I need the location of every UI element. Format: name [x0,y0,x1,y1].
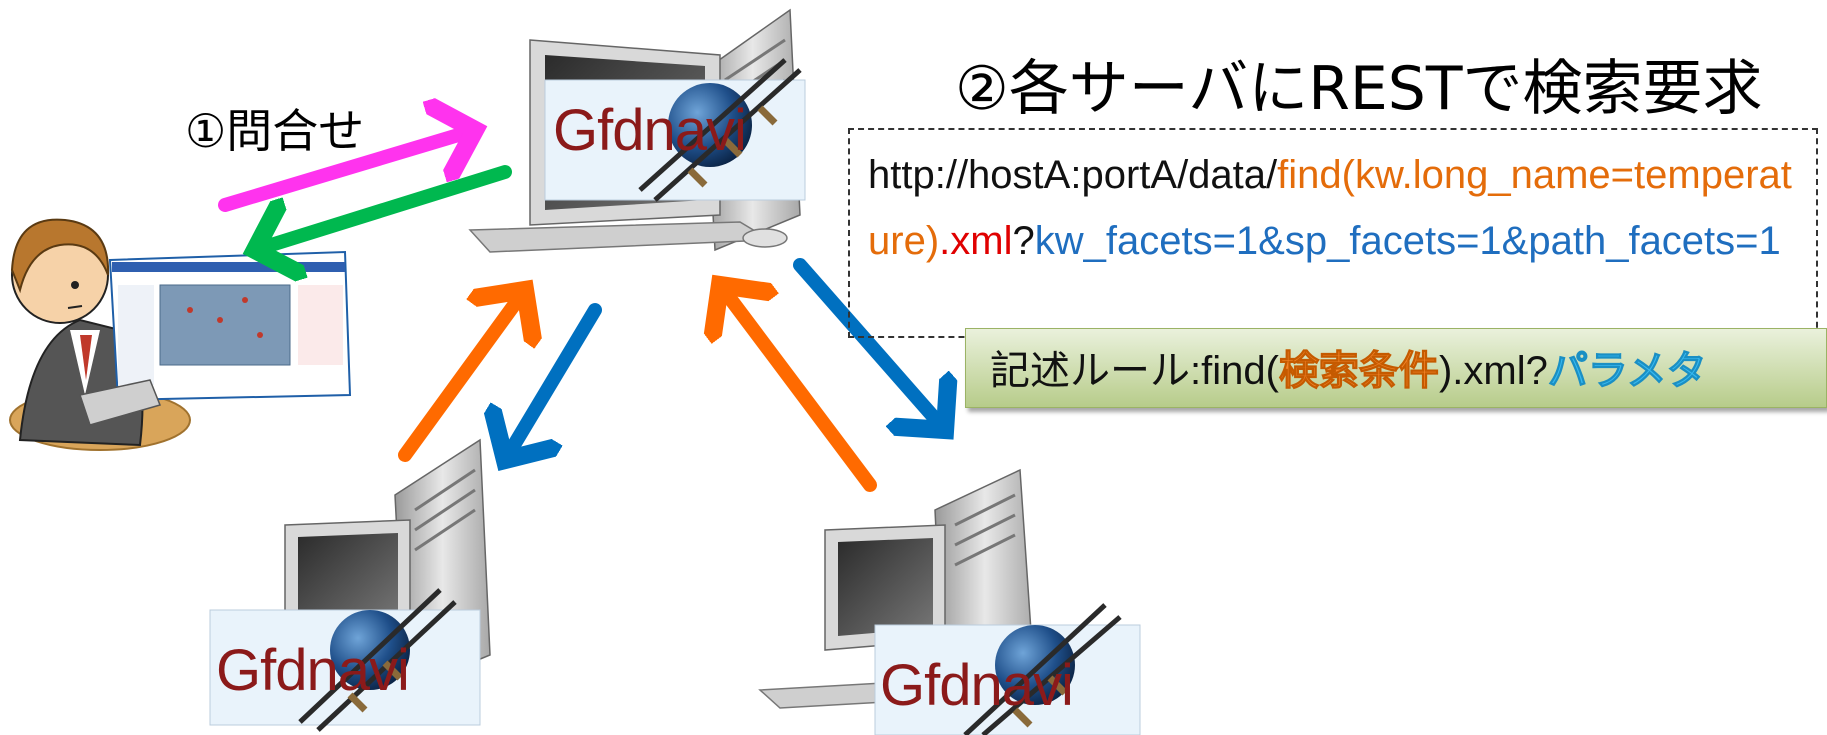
url-format: .xml [939,219,1013,263]
right-server-logo-text: Gfdnavi [880,653,1073,718]
url-find-clause: find(kw.long_name=temperature) [868,153,1792,263]
main-server-keyboard [468,221,773,253]
rule-params: パラメタ [1547,348,1707,395]
url-example-text: http://hostA:portA/data/find(kw.long_nam… [868,142,1808,274]
user-hair [10,218,110,294]
rule-middle: ).xml? [1438,349,1548,393]
url-query-mark: ? [1012,219,1035,263]
request-arrow-right [793,258,945,430]
main-server: Gfdnavi [468,8,806,253]
url-base: http://hostA:portA/data/ [868,153,1278,197]
laptop-keyboard [79,379,162,426]
url-params: kw_facets=1&sp_facets=1&path_facets=1 [1034,219,1781,263]
query-arrow [218,130,475,212]
main-server-logo-text: Gfdnavi [553,98,746,163]
left-server: Gfdnavi [209,438,491,732]
syntax-rule-box [965,328,1827,408]
reply-arrow-left [398,290,525,462]
reply-arrow-right [720,285,877,492]
left-server-logo-text: Gfdnavi [216,638,409,703]
step2-label: ②各サーバにRESTで検索要求 [955,54,1763,124]
request-arrow-left [505,303,602,460]
rule-condition: 検索条件 [1278,348,1439,395]
step1-label: ①問合せ [185,104,365,158]
syntax-rule-text: 記述ルール:find(検索条件).xml?パラメタ [990,338,1707,396]
right-server: Gfdnavi [758,468,1141,735]
response-arrow [255,165,512,250]
rule-prefix: 記述ルール:find( [990,349,1279,393]
user-with-laptop [9,218,352,451]
world-map-thumbnail [159,284,291,366]
